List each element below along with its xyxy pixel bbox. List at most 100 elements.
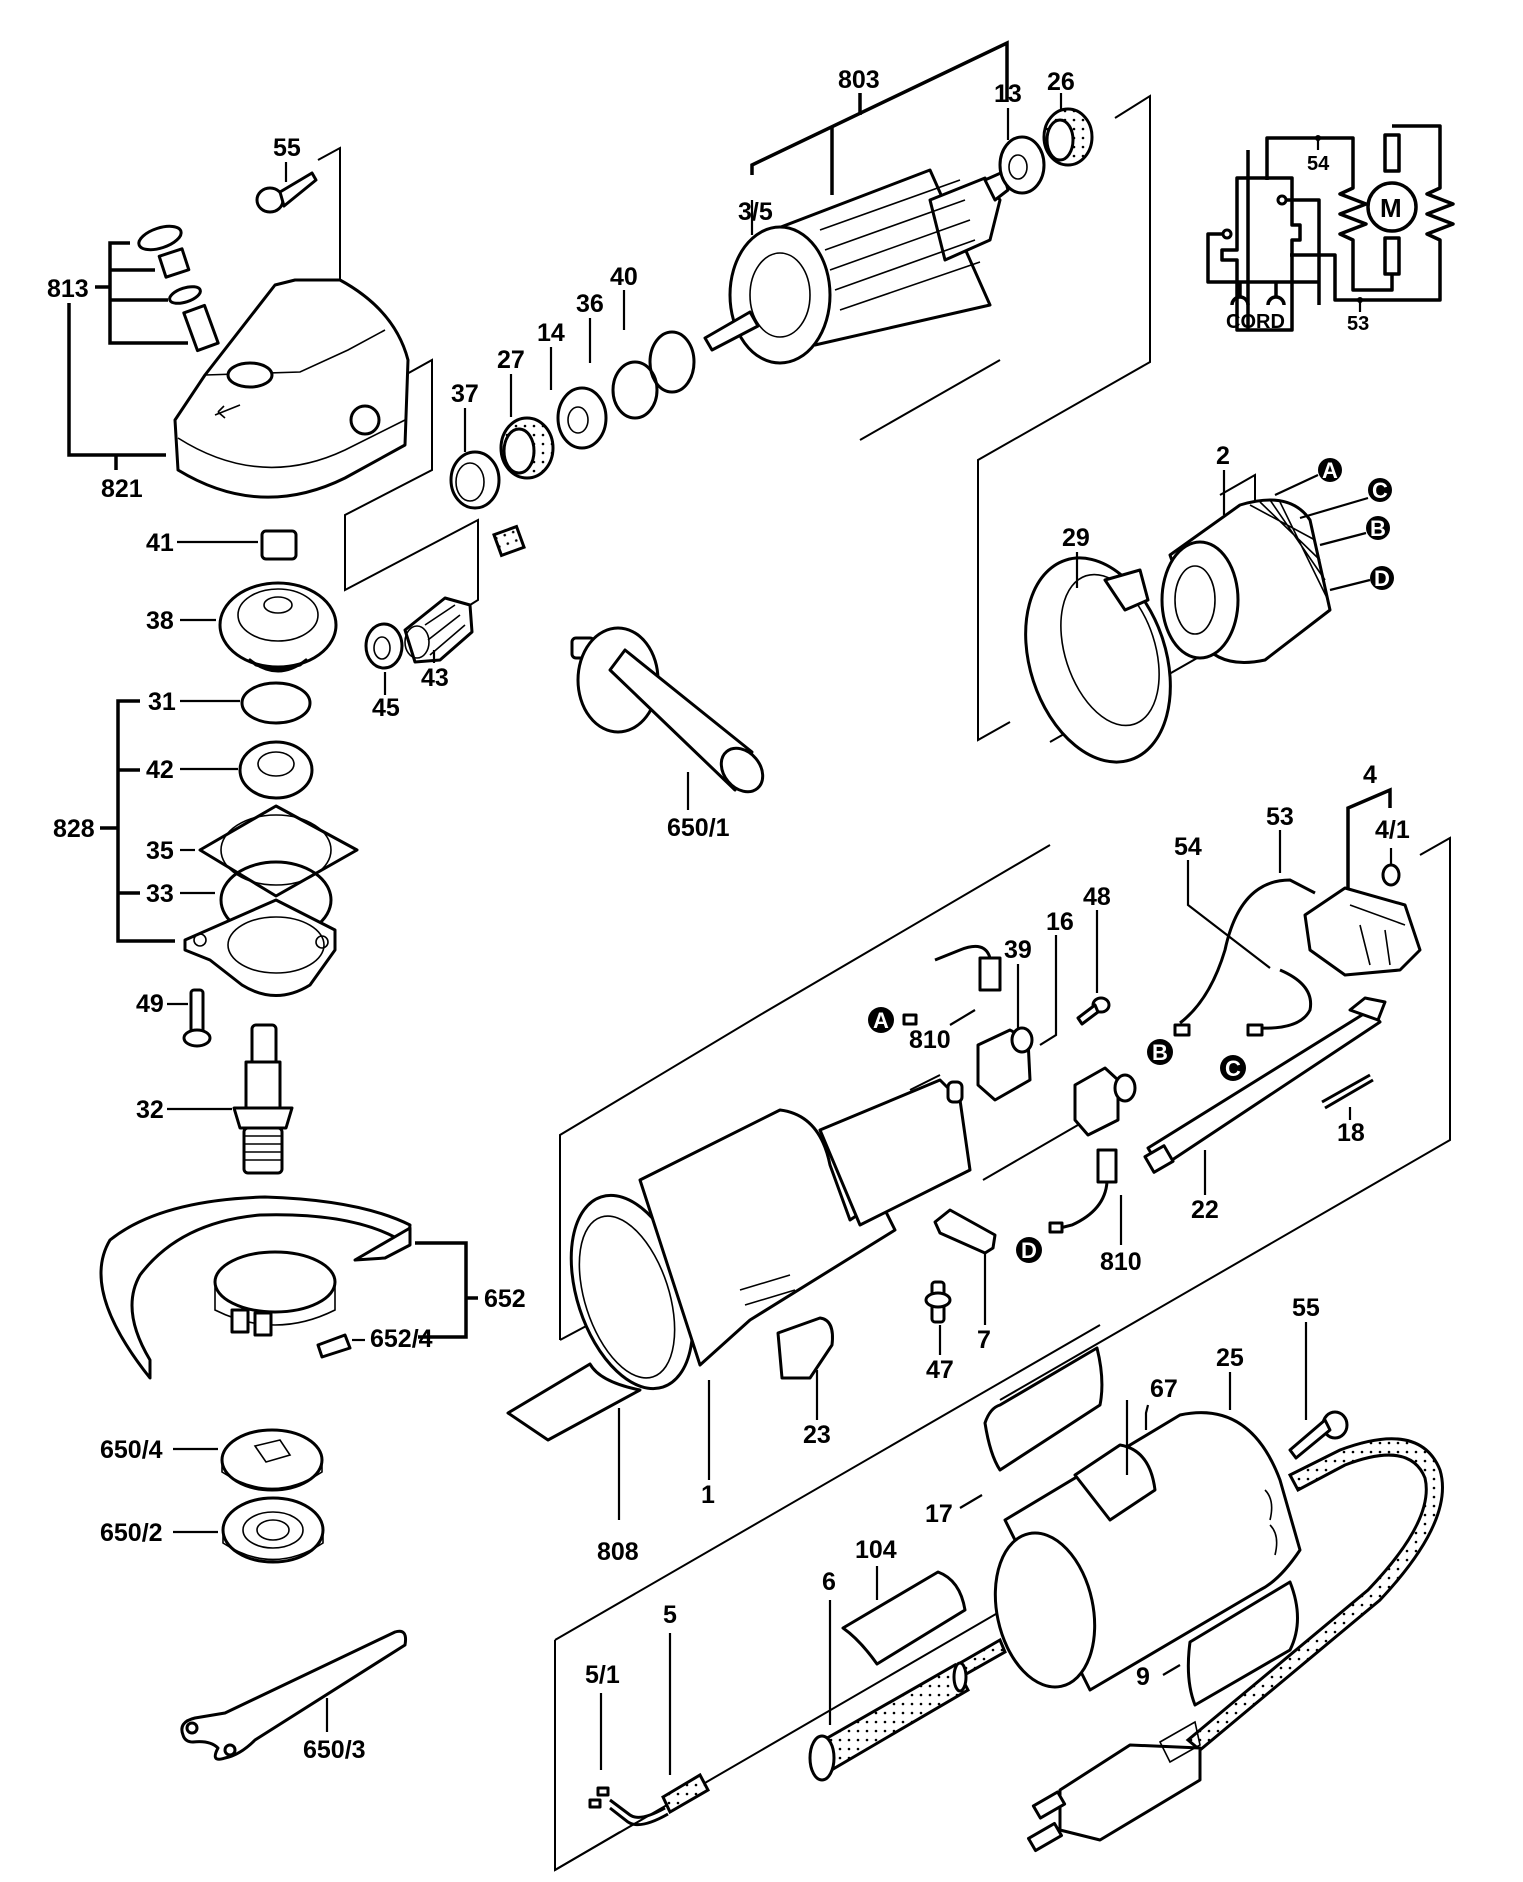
part-104-label[interactable] [841,1570,967,1666]
part-36-ring[interactable] [611,360,659,420]
armature-shaft-front [703,310,760,352]
part-needle-cage[interactable] [492,524,526,558]
part-55-screw-top[interactable] [255,171,318,214]
part-3-5-armature[interactable] [703,168,1010,365]
part-813-spindle-lock[interactable] [136,222,220,353]
part-650-3-spanner[interactable] [180,1629,407,1761]
part-53-wire[interactable] [1179,878,1316,1025]
connector-b-wire-label: B [1152,1040,1168,1065]
part-31-circlip[interactable] [240,681,312,725]
part-13-bearing[interactable] [998,135,1046,195]
part-48-screw[interactable] [1076,996,1111,1026]
part-4-switch[interactable] [1303,886,1422,977]
part-17-label[interactable] [983,1346,1104,1472]
label-4: 4 [1363,761,1377,789]
connector-d-badge [1370,566,1394,590]
part-26-sleeve[interactable] [1042,107,1094,167]
nut-face [242,1511,304,1549]
part-810-carbon-brush-top[interactable] [902,944,1002,1026]
lock-o-ring [168,285,202,305]
part-810-carbon-brush-bottom[interactable] [1048,1148,1118,1234]
part-43-pinion[interactable] [403,596,474,664]
terminal-wires [609,1798,669,1827]
part-14-bearing[interactable] [556,386,608,450]
bearing-inner [567,406,589,434]
pinion-teeth [424,604,466,656]
rear-cover-front [993,1531,1097,1689]
stator-laminations [1249,499,1329,601]
label-650-4: 650/4 [100,1436,163,1464]
connector-a-brush-label: A [873,1008,889,1033]
part-42-bearing[interactable] [238,740,314,800]
guard-collar [213,1250,337,1314]
protector-tip [952,1661,968,1693]
part-35-gasket[interactable] [198,804,359,898]
flange-side [221,1460,323,1490]
part-67-label [1073,1443,1157,1522]
label-3-5: 3/5 [738,198,773,226]
lock-spring [157,247,191,279]
part-2-stator[interactable] [1160,498,1332,664]
label-31: 31 [148,688,176,716]
gear-teeth-ring [218,581,338,669]
power-plug[interactable] [1027,1720,1202,1853]
part-54-wire[interactable] [1257,968,1313,1030]
part-9-label[interactable] [1186,1580,1299,1707]
part-5-1-terminals[interactable] [588,1786,669,1827]
screw-shank [278,171,318,208]
nut-body [364,622,404,670]
stator-connectors: A C B D [1274,458,1394,592]
part-5-sleeve[interactable] [661,1772,711,1815]
schematic-field-coil-right [1392,124,1455,270]
part-1-motor-housing[interactable] [549,1078,972,1404]
part-41-needle-bearing[interactable] [260,529,298,561]
part-27-sleeve[interactable] [499,416,555,480]
label-49: 49 [136,990,164,1018]
part-18-spring[interactable] [1321,1073,1374,1110]
part-39-brush-holder[interactable] [976,1026,1034,1102]
part-4-1-screw[interactable] [1381,863,1401,887]
nut-top [221,1496,325,1564]
part-650-2-lock-nut[interactable] [221,1496,325,1564]
part-821-gear-head[interactable] [173,278,410,499]
part-22-switch-rod[interactable] [1143,996,1387,1174]
part-brush-holder-lower[interactable] [1073,1066,1137,1137]
part-55-screw-bottom[interactable] [1288,1410,1349,1460]
part-45-nut[interactable] [364,622,404,670]
nut-thread [256,1519,290,1541]
part-38-bevel-gear[interactable] [218,581,338,673]
part-808-label[interactable] [506,1362,642,1442]
connector-b-badge-wire [1147,1039,1173,1065]
pinion-body [403,596,474,664]
part-47-screw[interactable] [924,1280,952,1324]
stator-terminal-c [1299,496,1369,520]
frame-stator-link [859,359,1001,441]
part-40-circlip[interactable] [648,330,696,394]
label-18: 18 [1337,1119,1365,1147]
label-47: 47 [926,1356,954,1384]
label-54: 54 [1174,833,1202,861]
part-650-1-aux-handle[interactable] [570,626,771,800]
part-flange[interactable] [183,898,337,997]
part-6-cord-protector[interactable] [808,1661,970,1782]
label-650-3: 650/3 [303,1736,366,1764]
part-32-spindle[interactable] [232,1023,294,1175]
flange-hole-1 [193,933,207,947]
part-650-4-flange[interactable] [220,1428,324,1492]
part-25-rear-cover[interactable] [982,1411,1302,1697]
part-652-wheel-guard[interactable] [99,1195,412,1380]
schematic-cord-terminal-a [1230,295,1250,306]
part-29-air-guide[interactable] [1001,539,1195,781]
schematic-cord-terminal-b [1266,295,1286,306]
part-23-switch-button[interactable] [776,1316,834,1380]
part-37-seal[interactable] [449,450,501,510]
terminal-1 [596,1786,610,1797]
seal-inner [455,462,485,502]
bearing-inner [257,751,295,777]
leader-67 [1144,1404,1150,1430]
part-49-screw[interactable] [182,988,212,1048]
screw-head [182,1028,212,1048]
part-7-clip[interactable] [933,1208,997,1255]
brush-lead [934,944,992,962]
pinion-face [404,625,430,659]
